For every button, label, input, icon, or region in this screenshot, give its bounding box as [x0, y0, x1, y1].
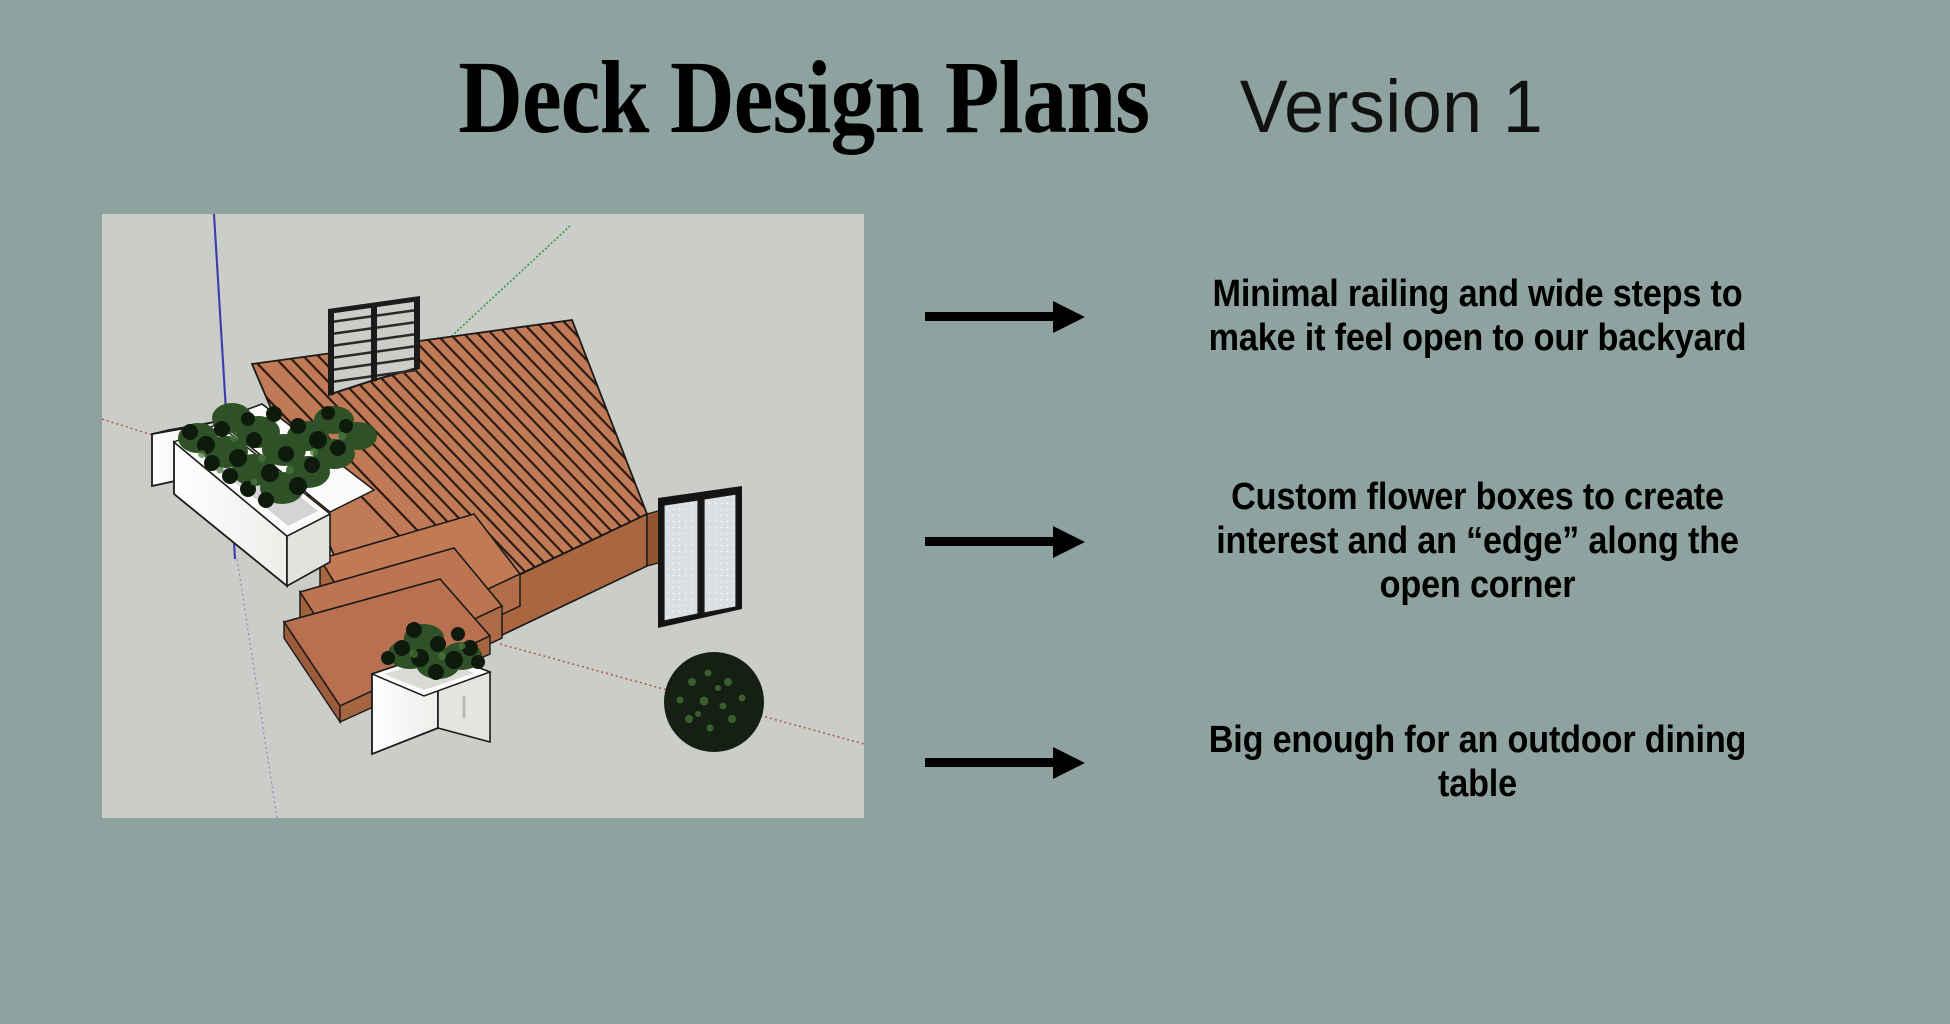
round-shrub [664, 652, 764, 752]
page-title-row: Deck Design Plans Version 1 [0, 46, 1950, 150]
railing-top-rail [328, 296, 420, 314]
arrow-shaft [925, 758, 1055, 768]
sliding-glass-door [658, 486, 742, 628]
corner-box-foliage [381, 622, 485, 680]
callout-arrow-1 [925, 296, 1085, 336]
callout-flower-boxes: Custom flower boxes to create interest a… [925, 475, 1825, 607]
blue-axis-lower-icon [236, 558, 278, 818]
arrow-head-icon [1053, 301, 1085, 334]
callout-arrow-2 [925, 521, 1085, 561]
flower-box-foliage [178, 403, 377, 508]
wide-steps [282, 513, 522, 725]
callout-text: Minimal railing and wide steps to make i… [1208, 273, 1747, 360]
callout-arrow-3 [925, 742, 1085, 782]
arrow-head-icon [1053, 747, 1085, 780]
glass-panel-right [703, 493, 737, 614]
arrow-shaft [925, 537, 1055, 547]
callout-text: Big enough for an outdoor dining table [1208, 719, 1747, 806]
horizontal-slat-railing [328, 296, 420, 396]
version-label: Version 1 [1239, 65, 1544, 148]
callout-text: Custom flower boxes to create interest a… [1216, 476, 1739, 607]
page-title: Deck Design Plans [457, 40, 1150, 155]
glass-panel-left [663, 499, 699, 622]
callout-dining-table: Big enough for an outdoor dining table [925, 718, 1825, 806]
sketchup-model-image [102, 214, 864, 818]
white-flower-boxes [151, 403, 377, 588]
corner-flower-box [369, 622, 493, 756]
deck-3d-drawing [102, 214, 864, 818]
arrow-head-icon [1053, 526, 1085, 559]
railing-posts [328, 297, 420, 396]
arrow-shaft [925, 312, 1055, 322]
callout-railing-steps: Minimal railing and wide steps to make i… [925, 272, 1825, 360]
